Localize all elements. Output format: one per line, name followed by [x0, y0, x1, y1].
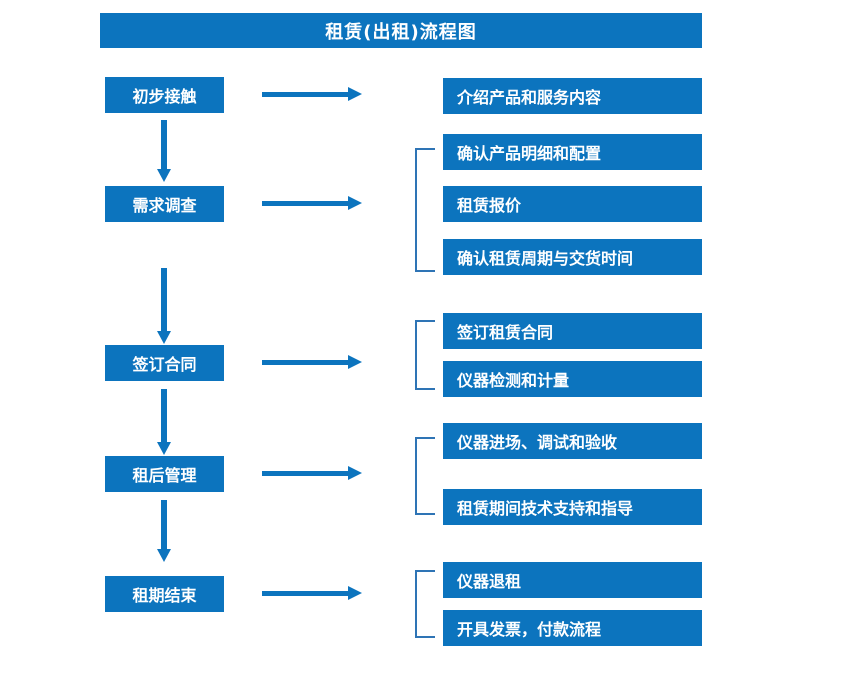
- arrow-head: [157, 331, 171, 344]
- detail-node-3-2[interactable]: 仪器检测和计量: [443, 361, 702, 397]
- arrow-head: [348, 586, 362, 600]
- arrow-head: [157, 549, 171, 562]
- arrow-shaft: [262, 360, 350, 365]
- arrow-shaft: [262, 201, 350, 206]
- arrow-head: [348, 466, 362, 480]
- down-arrow-icon-2: [157, 268, 171, 344]
- stage-node-3[interactable]: 签订合同: [105, 345, 224, 381]
- down-arrow-icon-4: [157, 500, 171, 562]
- arrow-shaft: [161, 500, 167, 549]
- arrow-head: [348, 196, 362, 210]
- right-arrow-icon-1: [262, 87, 362, 101]
- arrow-shaft: [262, 92, 350, 97]
- arrow-head: [348, 355, 362, 369]
- arrow-shaft: [161, 389, 167, 442]
- bracket-icon-group-5: [415, 570, 435, 638]
- detail-node-3-1[interactable]: 签订租赁合同: [443, 313, 702, 349]
- detail-node-5-2[interactable]: 开具发票，付款流程: [443, 610, 702, 646]
- down-arrow-icon-1: [157, 120, 171, 182]
- arrow-head: [157, 442, 171, 455]
- arrow-head: [157, 169, 171, 182]
- stage-node-4[interactable]: 租后管理: [105, 456, 224, 492]
- right-arrow-icon-4: [262, 466, 362, 480]
- detail-node-4-1[interactable]: 仪器进场、调试和验收: [443, 423, 702, 459]
- detail-node-2-2[interactable]: 租赁报价: [443, 186, 702, 222]
- arrow-shaft: [262, 591, 350, 596]
- stage-node-1[interactable]: 初步接触: [105, 77, 224, 113]
- bracket-icon-group-2: [415, 148, 435, 272]
- arrow-shaft: [161, 120, 167, 169]
- arrow-shaft: [262, 471, 350, 476]
- right-arrow-icon-2: [262, 196, 362, 210]
- stage-node-2[interactable]: 需求调查: [105, 186, 224, 222]
- stage-node-5[interactable]: 租期结束: [105, 576, 224, 612]
- diagram-title: 租赁(出租)流程图: [100, 13, 702, 48]
- right-arrow-icon-5: [262, 586, 362, 600]
- right-arrow-icon-3: [262, 355, 362, 369]
- detail-node-1-1[interactable]: 介绍产品和服务内容: [443, 78, 702, 114]
- arrow-head: [348, 87, 362, 101]
- bracket-icon-group-3: [415, 320, 435, 390]
- detail-node-2-1[interactable]: 确认产品明细和配置: [443, 134, 702, 170]
- bracket-icon-group-4: [415, 437, 435, 515]
- arrow-shaft: [161, 268, 167, 331]
- detail-node-2-3[interactable]: 确认租赁周期与交货时间: [443, 239, 702, 275]
- detail-node-5-1[interactable]: 仪器退租: [443, 562, 702, 598]
- down-arrow-icon-3: [157, 389, 171, 455]
- detail-node-4-2[interactable]: 租赁期间技术支持和指导: [443, 489, 702, 525]
